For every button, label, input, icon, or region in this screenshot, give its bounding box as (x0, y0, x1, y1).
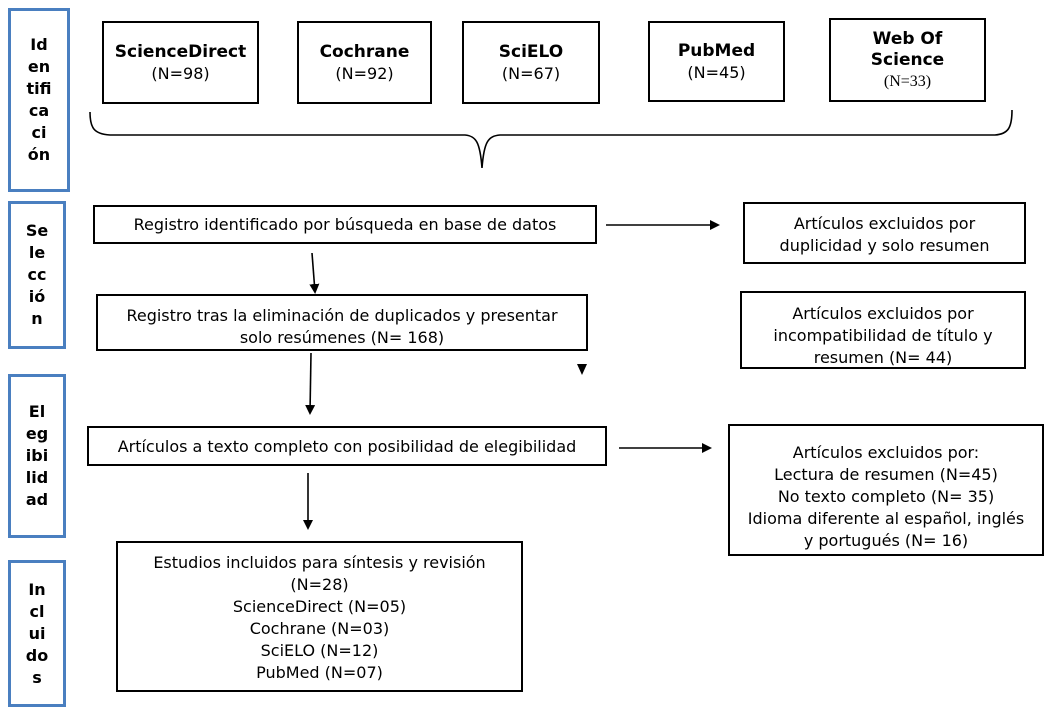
source-pubmed: PubMed (N=45) (648, 21, 785, 102)
box-identified: Registro identificado por búsqueda en ba… (93, 205, 597, 244)
source-count: (N=92) (335, 63, 394, 83)
source-count: (N=45) (687, 62, 746, 82)
arrow-to-after-dedup (309, 252, 320, 294)
included-line: (N=28) (290, 575, 349, 594)
excluded-title-line: Artículos excluidos por (792, 304, 974, 323)
excluded-fulltext-line: Idioma diferente al español, inglés (747, 509, 1025, 528)
box-excluded-duplicates: Artículos excluidos por duplicidad y sol… (743, 202, 1026, 264)
excluded-fulltext-line: Artículos excluidos por: (792, 443, 980, 462)
arrow-to-fulltext (305, 352, 316, 415)
included-line: SciELO (N=12) (260, 641, 379, 660)
excluded-fulltext-line: y portugués (N= 16) (803, 531, 969, 550)
box-excluded-fulltext: Artículos excluidos por: Lectura de resu… (728, 424, 1044, 556)
excluded-fulltext-line: Lectura de resumen (N=45) (774, 465, 998, 484)
box-fulltext: Artículos a texto completo con posibilid… (87, 426, 607, 466)
source-scielo: SciELO (N=67) (462, 21, 600, 104)
source-name: PubMed (677, 40, 756, 61)
excluded-fulltext-line: No texto completo (N= 35) (777, 487, 995, 506)
included-line: Estudios incluidos para síntesis y revis… (153, 553, 486, 572)
included-line: ScienceDirect (N=05) (232, 597, 407, 616)
box-excluded-title: Artículos excluidos por incompatibilidad… (740, 291, 1026, 369)
included-line: PubMed (N=07) (256, 663, 383, 682)
box-after-dedup: Registro tras la eliminación de duplicad… (96, 294, 588, 351)
after-dedup-line: Registro tras la eliminación de duplicad… (126, 306, 558, 325)
source-sciencedirect: ScienceDirect (N=98) (102, 21, 259, 104)
excluded-title-line: incompatibilidad de título y (773, 326, 993, 345)
box-included: Estudios incluidos para síntesis y revis… (116, 541, 523, 692)
excluded-title-line: resumen (N= 44) (813, 348, 953, 367)
source-web-of-science: Web Of Science (N=33) (829, 18, 986, 102)
included-line: Cochrane (N=03) (249, 619, 390, 638)
excluded-duplicates-line: Artículos excluidos por (793, 214, 976, 233)
source-name: SciELO (498, 41, 564, 62)
source-name: Web Of Science (870, 28, 945, 70)
after-dedup-line: solo resúmenes (N= 168) (239, 328, 445, 347)
excluded-duplicates-line: duplicidad y solo resumen (779, 236, 990, 255)
fulltext-text: Artículos a texto completo con posibilid… (117, 437, 577, 456)
source-count: (N=33) (883, 72, 932, 90)
source-cochrane: Cochrane (N=92) (297, 21, 432, 104)
identified-text: Registro identificado por búsqueda en ba… (133, 215, 557, 234)
source-name: Cochrane (319, 41, 410, 62)
source-count: (N=98) (151, 63, 210, 83)
source-count: (N=67) (501, 63, 561, 83)
source-name: ScienceDirect (114, 41, 247, 62)
brace-connector (89, 109, 1013, 169)
stray-arrowhead (577, 364, 587, 375)
